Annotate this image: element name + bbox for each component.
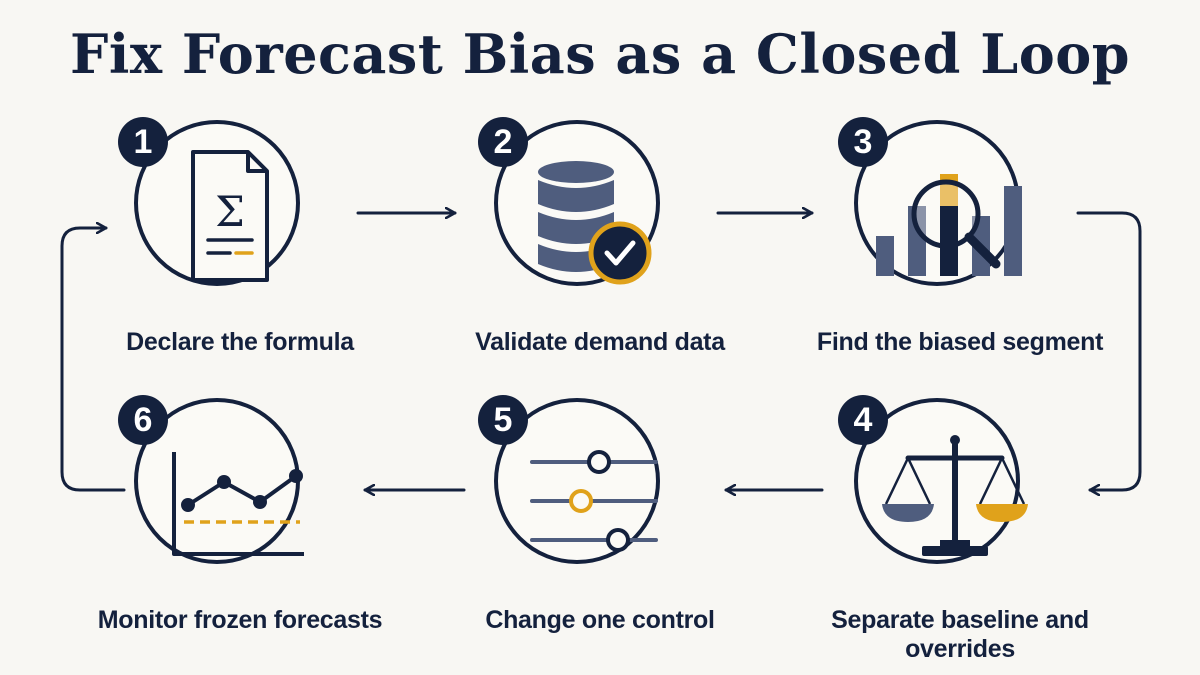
slider-controls-icon [530,450,658,552]
svg-text:Σ: Σ [215,187,245,236]
step-label: Separate baseline and overrides [831,606,1089,663]
database-check-icon [538,161,652,285]
step-number-badge: 3 [838,117,888,167]
step-5: 5 Change one control [450,390,750,650]
step-label: Declare the formula [126,328,354,356]
page-title: Fix Forecast Bias as a Closed Loop [70,22,1130,86]
step-3: 3 Find the biased segment [810,112,1110,372]
step-1: 1 Σ Declare the formula [90,112,390,372]
step-number-badge: 6 [118,395,168,445]
step-number-badge: 1 [118,117,168,167]
step-label: Validate demand data [475,328,725,356]
step-number-badge: 5 [478,395,528,445]
step-2: 2 Validate demand data [450,112,750,372]
formula-document-icon: Σ [191,150,269,282]
step-6: 6 Monitor frozen forecasts [90,390,390,650]
line-chart-threshold-icon [172,452,304,556]
arrow-6-to-1 [60,228,126,492]
bar-chart-magnifier-icon [876,174,1022,276]
step-label: Change one control [485,606,715,634]
step-4: 4 Separate baseline and overrides [810,390,1110,663]
step-label: Find the biased segment [816,328,1104,356]
step-label: Monitor frozen forecasts [97,606,383,634]
step-number-badge: 4 [838,395,888,445]
step-number-badge: 2 [478,117,528,167]
arrow-3-to-4 [1076,211,1142,490]
balance-scale-icon [882,435,1028,556]
